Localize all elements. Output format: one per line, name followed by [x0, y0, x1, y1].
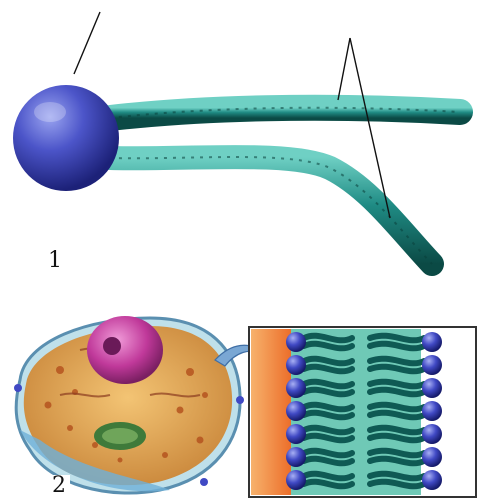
bilayer-head-outer	[286, 355, 306, 375]
bilayer-head-inner	[422, 378, 442, 398]
bilayer-head-outer	[286, 447, 306, 467]
phospholipid-molecule	[13, 85, 460, 264]
figure-label-1: 1	[48, 250, 62, 272]
bilayer-head-inner	[422, 332, 442, 352]
bilayer-head-inner	[422, 355, 442, 375]
bilayer-head-inner	[422, 401, 442, 421]
bilayer-head-outer	[286, 470, 306, 490]
bilayer-head-outer	[286, 401, 306, 421]
bilayer-head-inner	[422, 470, 442, 490]
membrane-bilayer-inset	[249, 327, 476, 497]
cell-illustration	[14, 316, 244, 493]
bilayer-head-inner	[422, 424, 442, 444]
hydrophilic-head	[13, 85, 119, 191]
bilayer-head-outer	[286, 424, 306, 444]
bilayer-head-inner	[422, 447, 442, 467]
bilayer-head-outer	[286, 332, 306, 352]
leader-line-tail-upper	[338, 38, 350, 100]
cell-nucleus	[87, 316, 163, 384]
bilayer-head-outer	[286, 378, 306, 398]
figure-label-2: 2	[48, 475, 70, 497]
leader-line-head	[74, 12, 100, 74]
